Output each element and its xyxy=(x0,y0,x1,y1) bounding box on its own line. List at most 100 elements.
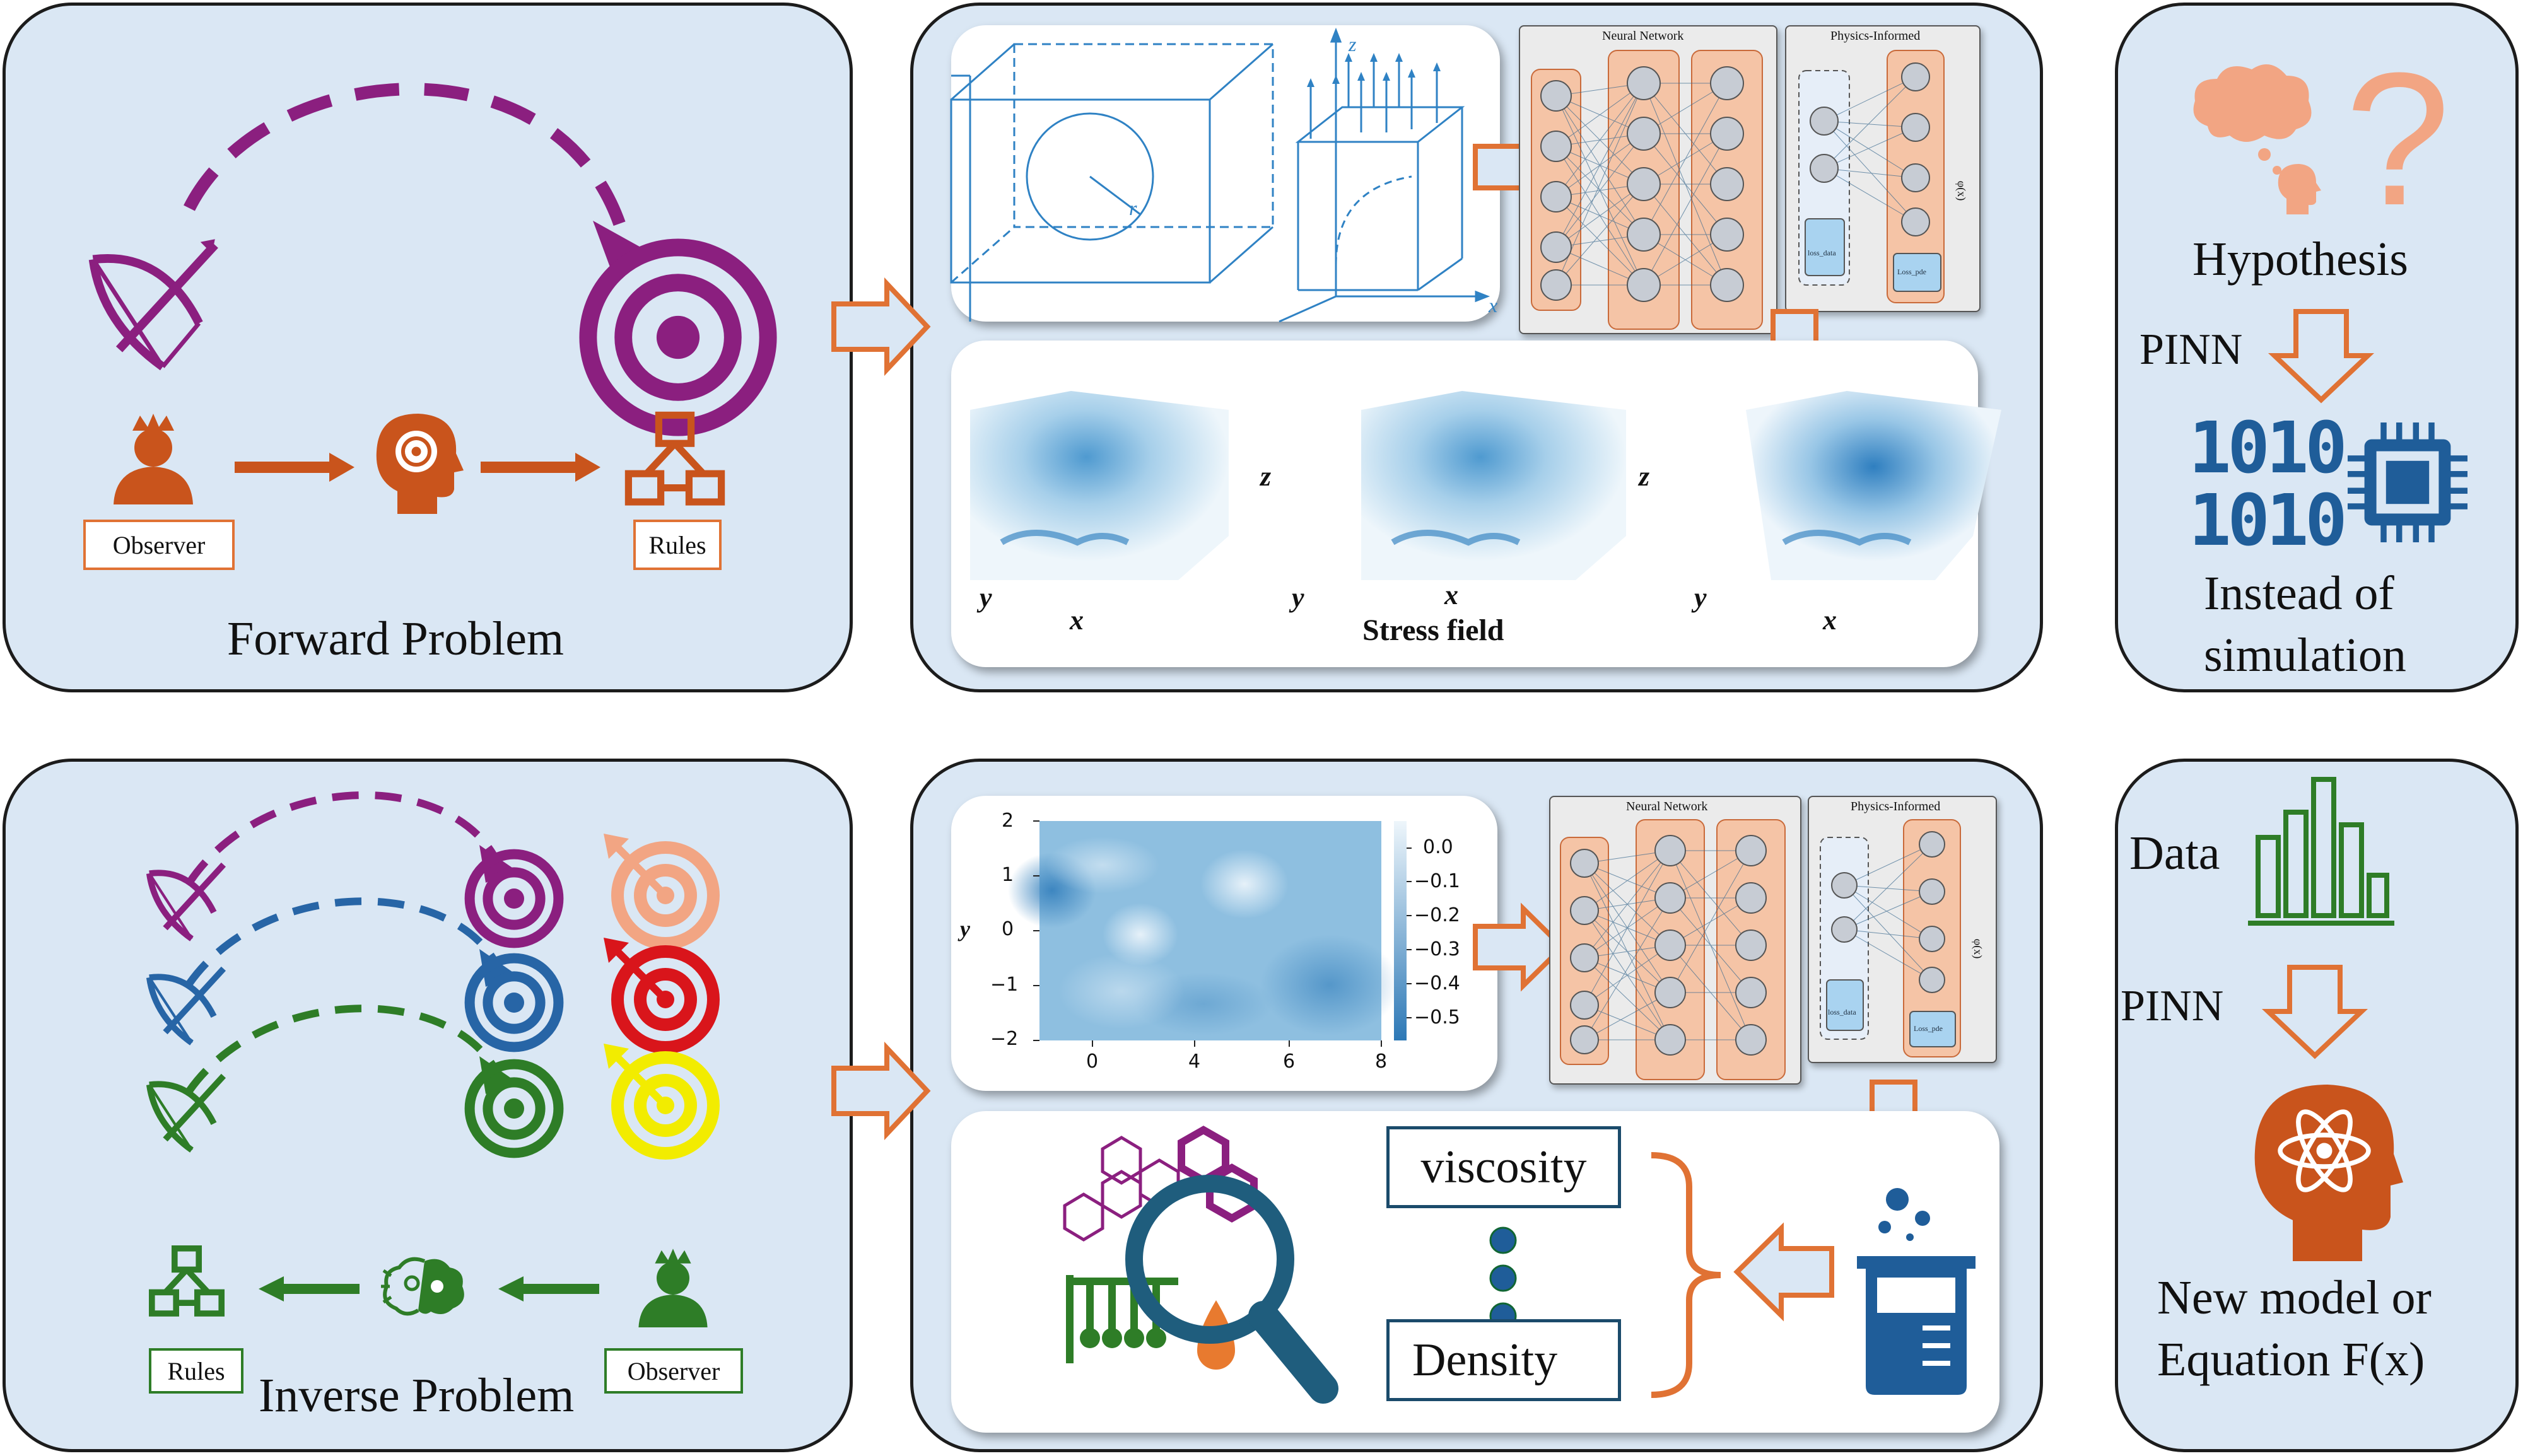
stress-y-label: y xyxy=(980,582,992,613)
brain-head-icon xyxy=(376,414,464,514)
binary-text: 1010 xyxy=(2189,480,2348,562)
loss-pde-label: Loss_pde xyxy=(1897,267,1926,276)
bow-and-arrow-icon xyxy=(146,1073,226,1153)
pinn-label: PINN xyxy=(2121,982,2224,1030)
forward-problem-title: Forward Problem xyxy=(227,612,565,665)
result-line-1: Instead of xyxy=(2204,567,2394,620)
target-icon xyxy=(464,953,564,1052)
stress-z-label: z xyxy=(1260,461,1272,492)
bow-and-arrow-icon xyxy=(88,239,218,371)
loss-data-label: loss_data xyxy=(1808,248,1836,257)
molecule-magnifier-icon xyxy=(1063,1126,1338,1404)
target-hit-icon xyxy=(604,834,720,950)
binary-text: 1010 xyxy=(2189,407,2348,489)
observer-label: Observer xyxy=(604,1348,743,1394)
atom-head-icon xyxy=(2254,1085,2403,1261)
heatmap-plot xyxy=(1008,820,1412,1047)
observer-label: Observer xyxy=(83,520,235,570)
viscosity-box: viscosity xyxy=(1386,1126,1621,1208)
forward-arrow-trajectory xyxy=(184,83,650,281)
rules-blocks-icon xyxy=(149,1245,225,1317)
target-icon xyxy=(464,849,564,948)
heatmap-xtick: 6 xyxy=(1283,1051,1296,1073)
colorbar-tick: −0.3 xyxy=(1414,938,1460,960)
question-mark-icon: ? xyxy=(2345,33,2450,245)
hollow-arrow-down xyxy=(2261,965,2368,1059)
bow-and-arrow-icon xyxy=(146,966,226,1045)
physics-graph xyxy=(1820,819,1961,1057)
target-hit-icon xyxy=(604,1044,720,1160)
axis-z-label: z xyxy=(1349,33,1357,55)
rules-blocks-icon xyxy=(624,411,725,506)
heatmap-ytick: 2 xyxy=(1002,810,1014,832)
phi-label: φ(x) xyxy=(1972,938,1985,959)
physics-informed-box: Physics-Informed loss_data Loss_pde φ(x) xyxy=(1808,796,1997,1063)
stress-x-label: x xyxy=(1823,605,1837,636)
curly-brace xyxy=(1651,1152,1721,1398)
radius-label: r xyxy=(1129,197,1137,219)
heatmap-ytick: −2 xyxy=(990,1028,1019,1050)
observer-king-icon xyxy=(114,414,193,504)
arrow-left-icon xyxy=(259,1276,360,1302)
geometry-card: z x r xyxy=(950,25,1500,323)
stress-y-label: y xyxy=(1694,582,1707,613)
inverse-problem-title: Inverse Problem xyxy=(259,1369,575,1422)
loss-pde-label: Loss_pde xyxy=(1914,1024,1943,1033)
hollow-arrow-left xyxy=(1733,1222,1834,1322)
result-line-1: New model or xyxy=(2157,1271,2432,1324)
neural-network-label: Neural Network xyxy=(1602,29,1684,43)
stress-field-plots xyxy=(970,391,2001,580)
hollow-arrow-down xyxy=(2268,309,2375,404)
arrow-right-icon xyxy=(481,453,600,482)
colorbar-tick: −0.4 xyxy=(1414,972,1460,994)
physics-informed-box: Physics-Informed loss_data Loss_pde φ(x) xyxy=(1785,25,1981,312)
network-graph xyxy=(1531,50,1763,330)
loss-data-label: loss_data xyxy=(1828,1008,1856,1016)
pinn-label: PINN xyxy=(2140,325,2243,374)
stress-z-label: z xyxy=(1639,461,1650,492)
neural-network-box: Neural Network xyxy=(1549,796,1801,1085)
stress-field-title: Stress field xyxy=(1362,614,1504,647)
heatmap-ylabel: y xyxy=(960,916,970,941)
inverse-arrow-trajectories xyxy=(186,791,514,1094)
hypothesis-label: Hypothesis xyxy=(2192,233,2408,286)
physics-informed-label: Physics-Informed xyxy=(1830,29,1921,43)
heatmap-ytick: 0 xyxy=(1002,918,1014,940)
beaker-icon xyxy=(1857,1188,1976,1395)
stress-x-label: x xyxy=(1444,579,1458,610)
observer-king-icon xyxy=(638,1249,708,1327)
colorbar-tick: −0.2 xyxy=(1414,904,1460,926)
colorbar-tick: −0.5 xyxy=(1414,1006,1460,1028)
heatmap-xtick: 8 xyxy=(1375,1051,1388,1073)
hollow-arrow-right xyxy=(1473,902,1566,992)
cube-load-sketch xyxy=(1279,27,1490,323)
hollow-arrow-right xyxy=(831,277,931,376)
geometry-sketch xyxy=(950,43,1274,322)
arrow-left-icon xyxy=(498,1276,599,1302)
axis-x-label: x xyxy=(1489,294,1498,317)
result-line-2: simulation xyxy=(2204,629,2406,682)
heatmap-xtick: 4 xyxy=(1188,1051,1201,1073)
stress-y-label: y xyxy=(1292,582,1304,613)
result-line-2: Equation F(x) xyxy=(2157,1333,2425,1386)
brain-gears-icon xyxy=(381,1257,464,1316)
neural-network-label: Neural Network xyxy=(1626,800,1708,813)
ellipsis-dots xyxy=(1489,1226,1517,1330)
heatmap-card: y 2 1 0 −1 −2 0 4 6 8 0.0 −0.1 −0.2 −0.3… xyxy=(951,796,1497,1091)
properties-card: viscosity Density xyxy=(951,1111,1999,1433)
arrow-right-icon xyxy=(235,453,354,482)
target-icon xyxy=(464,1059,564,1158)
bow-and-arrow-icon xyxy=(146,862,226,941)
network-graph xyxy=(1560,819,1786,1080)
colorbar-tick: −0.1 xyxy=(1414,870,1460,892)
density-box: Density xyxy=(1386,1319,1621,1401)
colorbar-tick: 0.0 xyxy=(1423,836,1453,858)
cpu-chip-icon xyxy=(2348,422,2467,542)
data-label: Data xyxy=(2129,827,2220,880)
hollow-arrow-right xyxy=(831,1041,931,1141)
target-icon xyxy=(579,238,777,436)
physics-graph xyxy=(1798,50,1945,303)
physics-informed-label: Physics-Informed xyxy=(1851,800,1941,813)
target-hit-icon xyxy=(604,938,720,1054)
heatmap-ytick: 1 xyxy=(1002,864,1014,886)
